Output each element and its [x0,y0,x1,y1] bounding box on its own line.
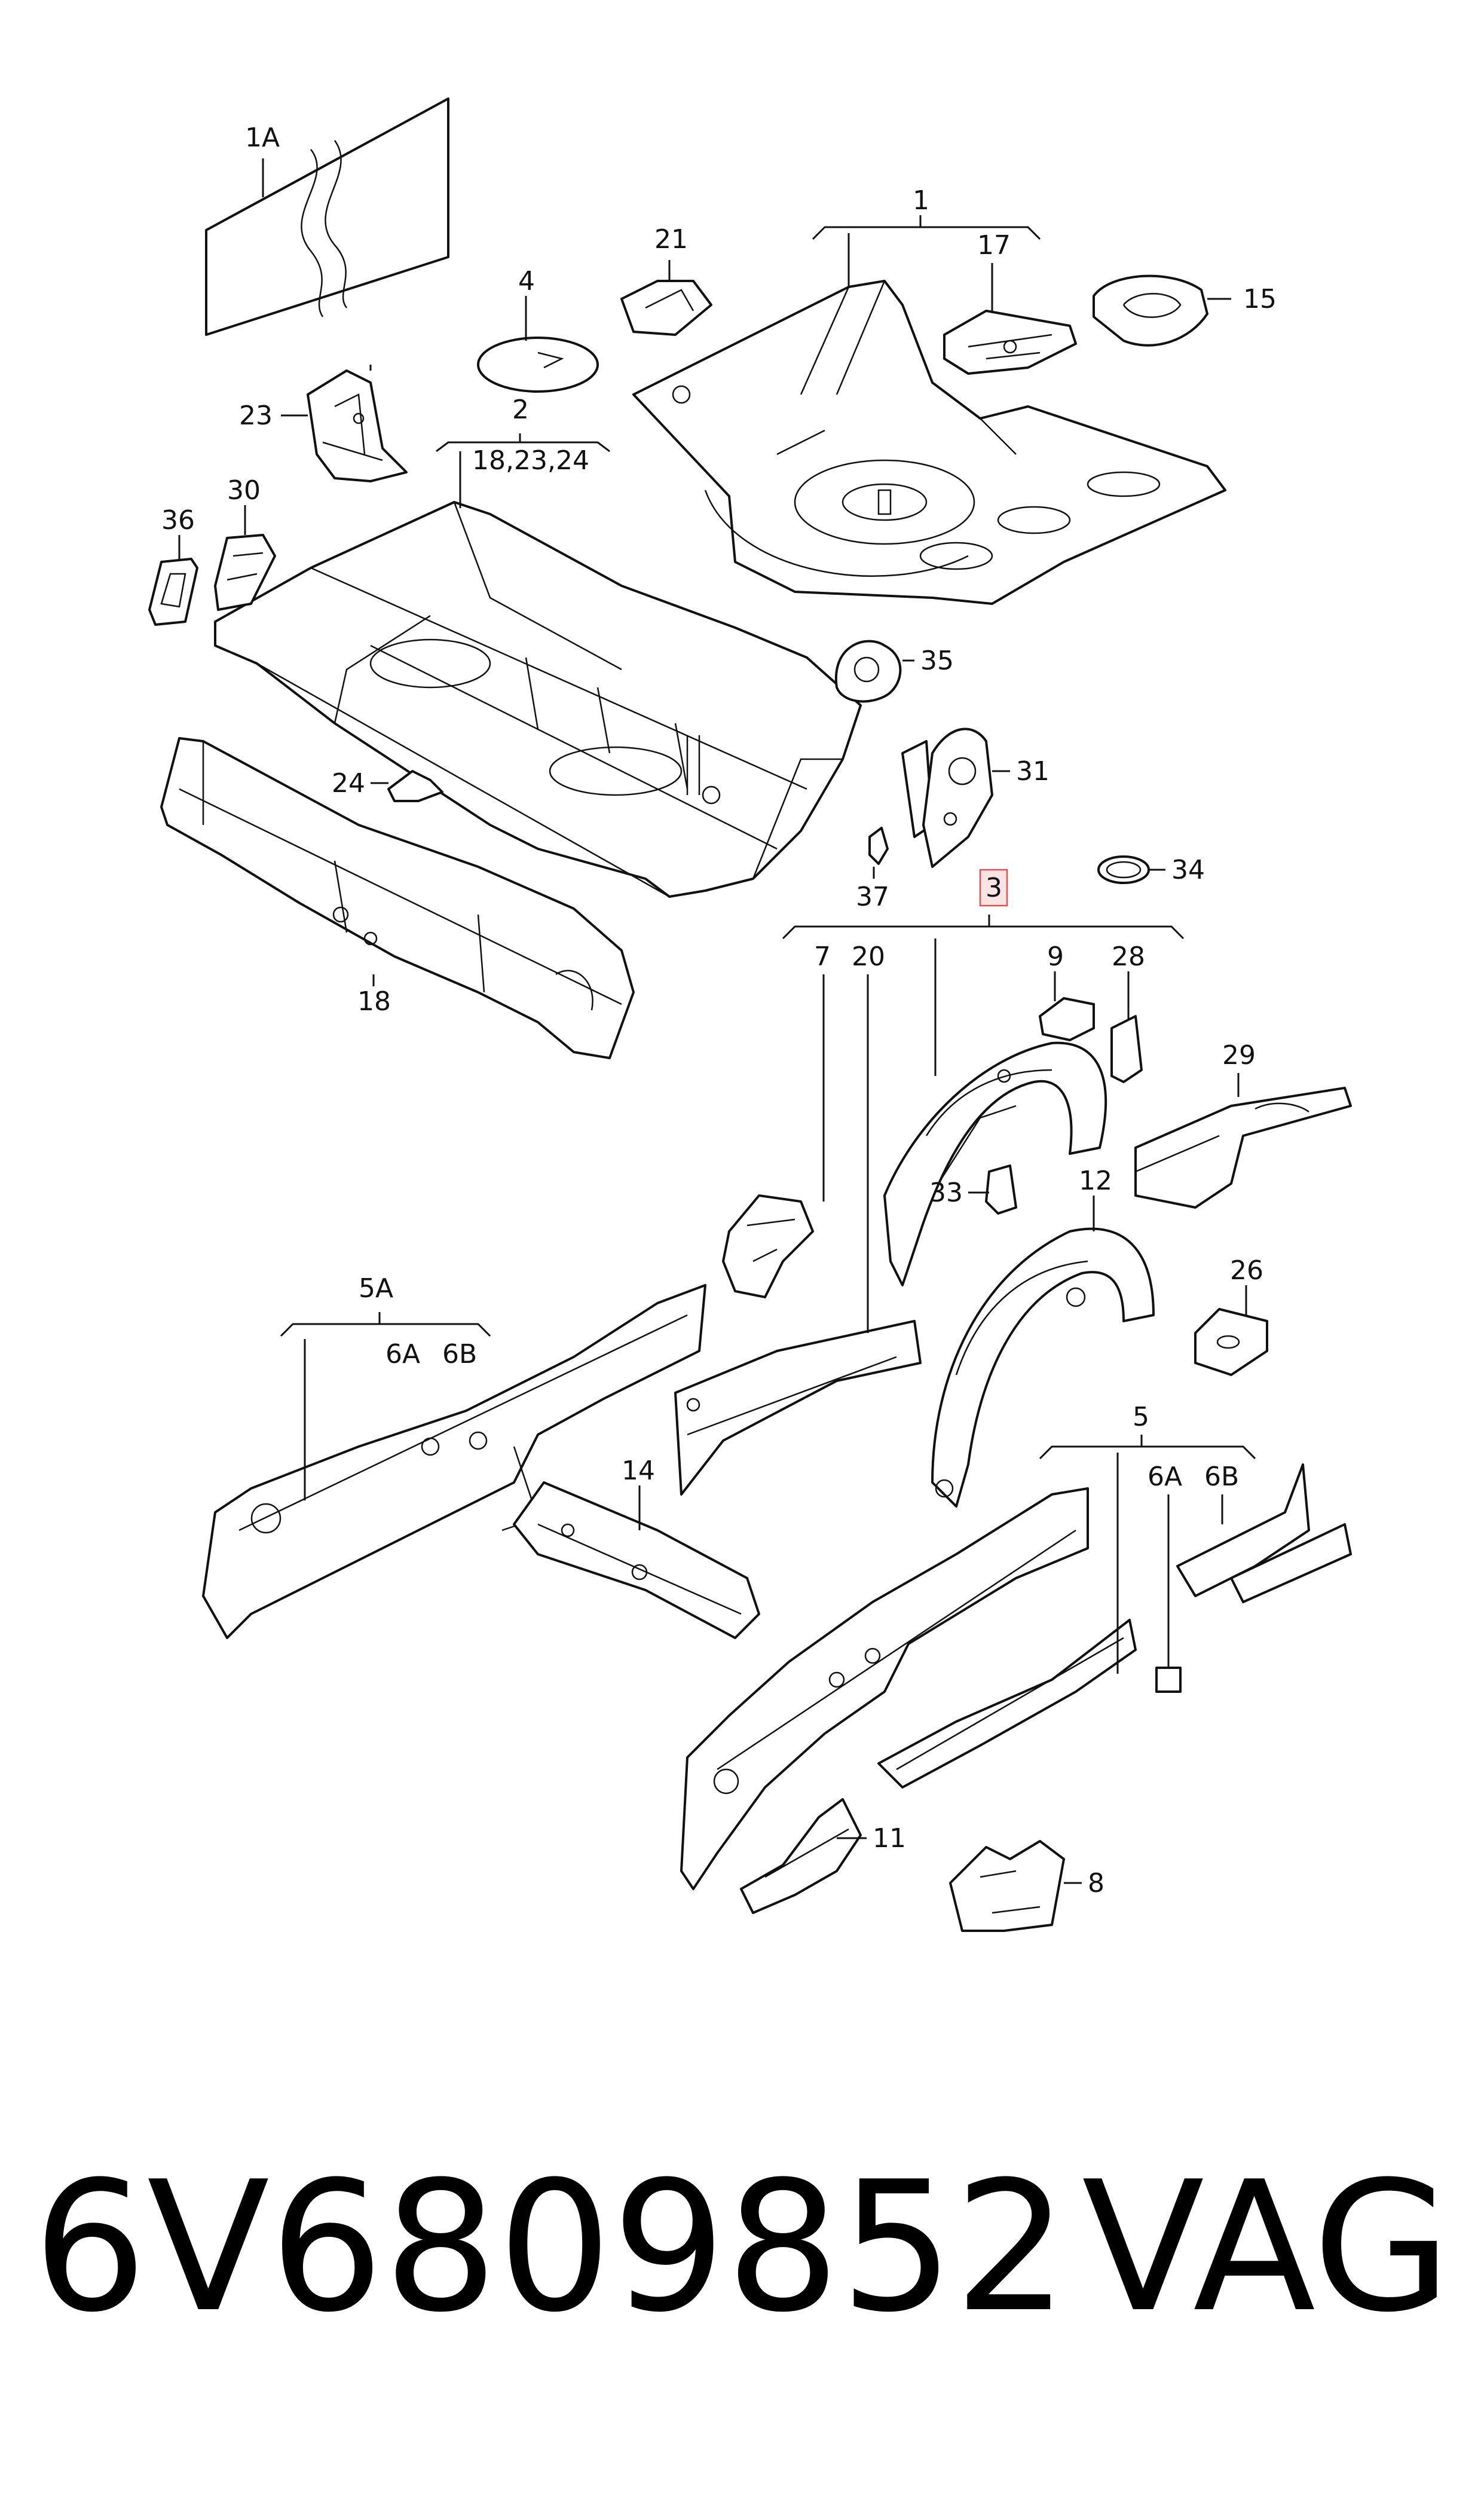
callout-9: 9 [1047,941,1064,972]
callout-2: 2 [512,395,529,425]
part-33-clip [985,1164,1017,1215]
callout-6A-right: 6A [1148,1462,1182,1492]
callout-26: 26 [1230,1255,1263,1286]
brand-name: VAG [1082,2143,1452,2352]
part-7-bracket [722,1194,814,1298]
part-36-bracket [148,558,198,626]
part-18-side-member [160,737,635,1059]
callout-24: 24 [332,768,365,799]
part-26-bracket [1194,1308,1268,1376]
callout-14: 14 [622,1456,655,1486]
part-6-right-brackets [1155,1463,1352,1693]
callout-34: 34 [1171,855,1205,885]
part-8-bracket [949,1840,1065,1932]
callout-2-subparts: 18,23,24 [472,445,589,476]
callout-31: 31 [1016,756,1049,787]
callout-1A: 1A [245,123,280,153]
callout-12: 12 [1079,1166,1112,1196]
callout-4: 4 [518,266,535,296]
leader-lines [178,158,1256,1884]
part-5-front-longitudinal-right [680,1487,1089,1890]
part-12-inner-wheel-arch [931,1227,1155,1508]
callout-5: 5 [1133,1402,1149,1432]
part-34-grommet [1097,855,1150,884]
callout-18: 18 [357,986,391,1017]
part-number: 6V6809852 [33,2143,1069,2352]
callout-6B-right: 6B [1204,1462,1239,1492]
callout-11: 11 [873,1823,906,1854]
callout-17: 17 [977,230,1011,261]
callout-3: 3 [986,873,1002,903]
callout-labels: 1A 1 21 17 15 4 23 2 18,23,24 36 30 35 2… [161,123,1277,1899]
part-1-rear-floor-pan [632,280,1226,605]
part-17-bracket [943,310,1077,375]
callout-30: 30 [227,475,261,506]
part-lower-rail [877,1619,1137,1789]
callout-23: 23 [239,401,273,431]
callout-15: 15 [1243,284,1277,314]
part-15-cup [1093,274,1208,347]
callout-33: 33 [929,1178,963,1208]
part-31-bracket [901,727,993,868]
part-1A-label [205,97,449,336]
callout-28: 28 [1112,941,1145,972]
part-20-reinforcement [674,1320,922,1496]
part-24-clip [387,770,443,802]
part-14-cross-member [513,1481,760,1639]
part-28-plate [1110,1015,1143,1083]
callout-6B-left: 6B [442,1339,477,1369]
callout-35: 35 [920,646,954,676]
part-2-floor-assembly [214,501,862,898]
part-30-bracket [214,534,276,611]
part-21-bracket [620,280,712,336]
callout-7: 7 [814,941,831,972]
part-23-bracket [307,369,408,482]
part-3-wheel-arch [883,1041,1107,1286]
highlight-box-3 [979,869,1008,907]
part-number-footer: 6V6809852 VAG [0,2134,1484,2391]
callout-6A-left: 6A [385,1339,420,1369]
part-4-patch [477,337,599,393]
callout-5A: 5A [359,1273,393,1304]
part-9-clip [1039,997,1095,1041]
callout-36: 36 [161,505,195,536]
part-35-bumper [834,640,902,703]
part-37-clip [868,827,889,865]
exploded-view-svg: 1A 1 21 17 15 4 23 2 18,23,24 36 30 35 2… [148,97,1352,1932]
callout-1: 1 [913,185,929,216]
callout-20: 20 [852,941,885,972]
callout-37: 37 [856,882,889,912]
callout-21: 21 [654,224,688,255]
callout-29: 29 [1222,1040,1256,1071]
part-29-bracket [1134,1087,1352,1209]
callout-8: 8 [1088,1868,1104,1899]
part-11-bracket [740,1798,862,1914]
